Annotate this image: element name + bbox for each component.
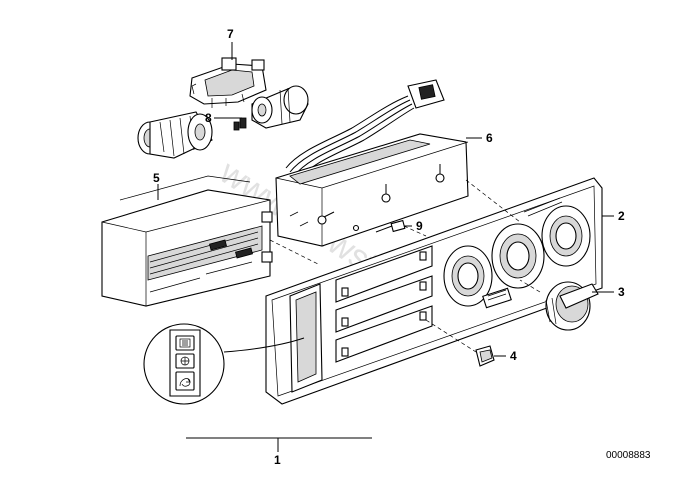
- part-9-screw: [352, 219, 406, 233]
- part-5-module-housing: [101, 175, 273, 307]
- detail-inset: [143, 323, 305, 405]
- callout-5: 5: [153, 171, 160, 185]
- drawing-code: 00008883: [606, 450, 651, 461]
- recirculation-icon: [179, 378, 191, 387]
- part-4-button: [475, 345, 495, 367]
- callout-6: 6: [486, 131, 493, 145]
- part-1-assembly-bar: [186, 437, 372, 452]
- part-8-rotary-switch-left: [137, 111, 213, 159]
- part-7-switch-bracket: [189, 57, 267, 108]
- fan-icon: [180, 356, 190, 366]
- callout-7: 7: [227, 27, 234, 41]
- callout-1: 1: [274, 453, 281, 467]
- callout-3: 3: [618, 285, 625, 299]
- part-6-control-unit: [275, 79, 469, 247]
- assembly-lines: [269, 179, 541, 353]
- callout-8: 8: [205, 111, 212, 125]
- rear-defrost-icon: [179, 338, 191, 348]
- callout-9: 9: [416, 219, 423, 233]
- callouts: 7 8 6 5 9 2 3 4 1 00008883: [153, 27, 651, 467]
- callout-2: 2: [618, 209, 625, 223]
- callout-4: 4: [510, 349, 517, 363]
- part-2-front-panel: [265, 177, 603, 405]
- part-8-rotary-switch-right: [233, 85, 309, 131]
- part-3-knob: [545, 281, 599, 331]
